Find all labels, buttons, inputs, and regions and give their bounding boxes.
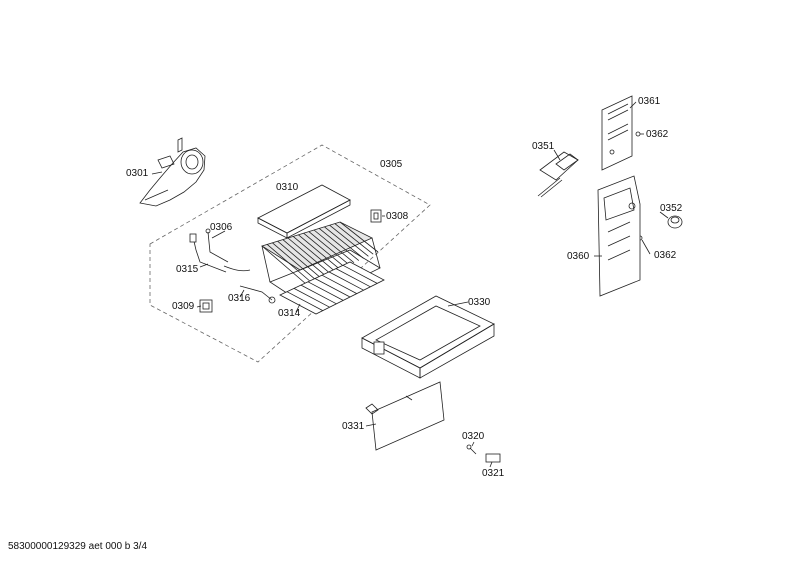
tray-grid-line bbox=[293, 288, 330, 308]
coil-fin bbox=[324, 226, 364, 259]
part-0360-duct-panel bbox=[597, 175, 641, 297]
label-0301: 0301 bbox=[126, 168, 149, 179]
coil-fin bbox=[303, 232, 345, 268]
tray-grid-line bbox=[328, 271, 364, 291]
part-0314-grid-tray bbox=[279, 261, 385, 315]
coil-fin bbox=[339, 221, 379, 253]
document-footer-id: 58300000129329 aet 000 b 3/4 bbox=[8, 541, 148, 552]
tray-grid-line bbox=[286, 291, 323, 311]
coil-fin bbox=[334, 223, 374, 255]
coil-fin bbox=[287, 237, 331, 274]
tray-grid-line bbox=[307, 281, 344, 301]
label-0351: 0351 bbox=[532, 141, 555, 152]
part-0351-thermostat bbox=[537, 151, 579, 198]
part-0352-knob bbox=[667, 215, 683, 229]
coil-fin bbox=[277, 240, 321, 278]
part-0331-panel bbox=[365, 381, 445, 451]
label-0360: 0360 bbox=[567, 251, 590, 262]
part-0330-drip-tray bbox=[361, 295, 495, 379]
label-0352: 0352 bbox=[660, 203, 683, 214]
coil-fin bbox=[272, 242, 316, 281]
part-0309-holder bbox=[199, 299, 213, 313]
label-0361: 0361 bbox=[638, 96, 661, 107]
tray-grid-line bbox=[321, 274, 357, 294]
tray-grid-line bbox=[342, 264, 378, 284]
label-0315: 0315 bbox=[176, 264, 199, 275]
label-0314: 0314 bbox=[278, 308, 301, 319]
label-0320: 0320 bbox=[462, 431, 485, 442]
label-0362-upper: 0362 bbox=[646, 129, 669, 140]
coil-fin bbox=[266, 244, 312, 283]
leader-lines bbox=[151, 101, 669, 468]
coil-fin bbox=[318, 228, 360, 261]
tray-grid-line bbox=[314, 278, 351, 298]
label-0310: 0310 bbox=[276, 182, 299, 193]
label-0330: 0330 bbox=[468, 297, 491, 308]
part-0301-fan-housing bbox=[139, 137, 206, 207]
label-0306: 0306 bbox=[210, 222, 233, 233]
label-0321: 0321 bbox=[482, 468, 505, 479]
label-0362-lower: 0362 bbox=[654, 250, 677, 261]
coil-fin bbox=[329, 224, 369, 257]
part-evaporator-coil bbox=[261, 221, 381, 306]
part-0306-sensor-rod bbox=[205, 228, 229, 263]
part-0320-screw bbox=[466, 444, 477, 455]
label-0309: 0309 bbox=[172, 301, 195, 312]
part-0316-heater-wire bbox=[223, 265, 276, 304]
tray-grid-line bbox=[300, 284, 337, 305]
assembly-0305-outline bbox=[149, 144, 431, 363]
tray-grid-line bbox=[335, 268, 371, 288]
coil-fin bbox=[292, 236, 336, 272]
label-0331: 0331 bbox=[342, 421, 365, 432]
part-0362-screw-upper bbox=[635, 131, 641, 137]
part-0315-wire-connector bbox=[189, 233, 227, 273]
coil-fin bbox=[261, 245, 307, 285]
label-0316: 0316 bbox=[228, 293, 251, 304]
part-0321-cap bbox=[485, 453, 501, 463]
coil-fin bbox=[308, 231, 350, 266]
label-0305: 0305 bbox=[380, 159, 403, 170]
label-0308: 0308 bbox=[386, 211, 409, 222]
coil-fin bbox=[298, 234, 340, 270]
coil-fin bbox=[313, 229, 355, 263]
coil-fin bbox=[282, 239, 326, 276]
part-0361-upper-cover bbox=[601, 95, 633, 171]
part-0308-clip bbox=[370, 209, 382, 223]
